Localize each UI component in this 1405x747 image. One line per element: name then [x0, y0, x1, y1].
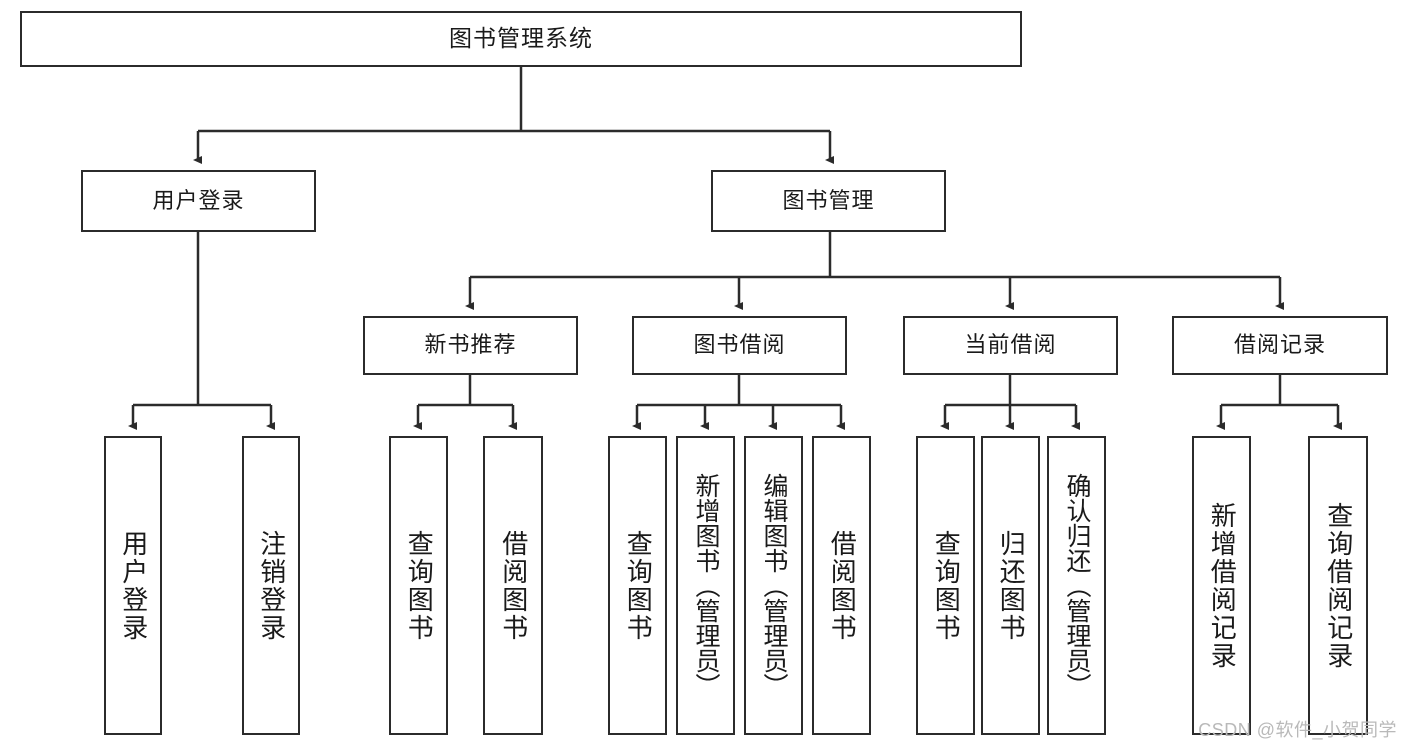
- leaf-edit-book-admin[interactable]: 编辑图书（管理员）: [744, 436, 803, 735]
- node-borrow-record-label: 借阅记录: [1233, 332, 1326, 358]
- leaf-query-borrow-record-label: 查询借阅记录: [1323, 501, 1354, 670]
- leaf-add-borrow-record[interactable]: 新增借阅记录: [1192, 436, 1251, 735]
- leaf-edit-book-admin-label: 编辑图书（管理员）: [760, 473, 788, 698]
- node-new-book-recommend[interactable]: 新书推荐: [363, 316, 578, 375]
- leaf-query-book-borrow-label: 查询图书: [623, 529, 654, 642]
- leaf-user-logout[interactable]: 注销登录: [242, 436, 300, 735]
- leaf-add-borrow-record-label: 新增借阅记录: [1207, 501, 1238, 670]
- leaf-user-login[interactable]: 用户登录: [104, 436, 162, 735]
- node-root[interactable]: 图书管理系统: [20, 11, 1022, 67]
- node-book-management-label: 图书管理: [782, 187, 875, 213]
- leaf-query-book-recommend-label: 查询图书: [404, 529, 435, 642]
- node-root-label: 图书管理系统: [449, 25, 593, 52]
- leaf-add-book-admin[interactable]: 新增图书（管理员）: [676, 436, 735, 735]
- node-book-borrow-label: 图书借阅: [693, 332, 786, 358]
- node-user-login[interactable]: 用户登录: [81, 170, 316, 232]
- leaf-user-logout-label: 注销登录: [256, 529, 287, 642]
- node-current-borrow[interactable]: 当前借阅: [903, 316, 1118, 375]
- node-current-borrow-label: 当前借阅: [964, 332, 1057, 358]
- leaf-user-login-label: 用户登录: [118, 529, 149, 642]
- leaf-borrow-book-label: 借阅图书: [827, 529, 858, 642]
- node-book-management[interactable]: 图书管理: [711, 170, 946, 232]
- node-new-book-recommend-label: 新书推荐: [424, 332, 517, 358]
- leaf-confirm-return-admin[interactable]: 确认归还（管理员）: [1047, 436, 1106, 735]
- leaf-borrow-book-recommend[interactable]: 借阅图书: [483, 436, 543, 735]
- leaf-query-borrow-record[interactable]: 查询借阅记录: [1308, 436, 1368, 735]
- node-book-borrow[interactable]: 图书借阅: [632, 316, 847, 375]
- leaf-query-book-recommend[interactable]: 查询图书: [389, 436, 448, 735]
- node-borrow-record[interactable]: 借阅记录: [1172, 316, 1388, 375]
- leaf-confirm-return-admin-label: 确认归还（管理员）: [1063, 473, 1091, 698]
- leaf-query-book-current[interactable]: 查询图书: [916, 436, 975, 735]
- leaf-return-book-label: 归还图书: [996, 529, 1027, 642]
- leaf-query-book-current-label: 查询图书: [931, 529, 962, 642]
- leaf-query-book-borrow[interactable]: 查询图书: [608, 436, 667, 735]
- node-user-login-label: 用户登录: [152, 187, 245, 213]
- watermark: CSDN @软件_小贺同学: [1198, 720, 1397, 740]
- leaf-return-book[interactable]: 归还图书: [981, 436, 1040, 735]
- leaf-borrow-book[interactable]: 借阅图书: [812, 436, 871, 735]
- leaf-borrow-book-recommend-label: 借阅图书: [498, 529, 529, 642]
- leaf-add-book-admin-label: 新增图书（管理员）: [692, 473, 720, 698]
